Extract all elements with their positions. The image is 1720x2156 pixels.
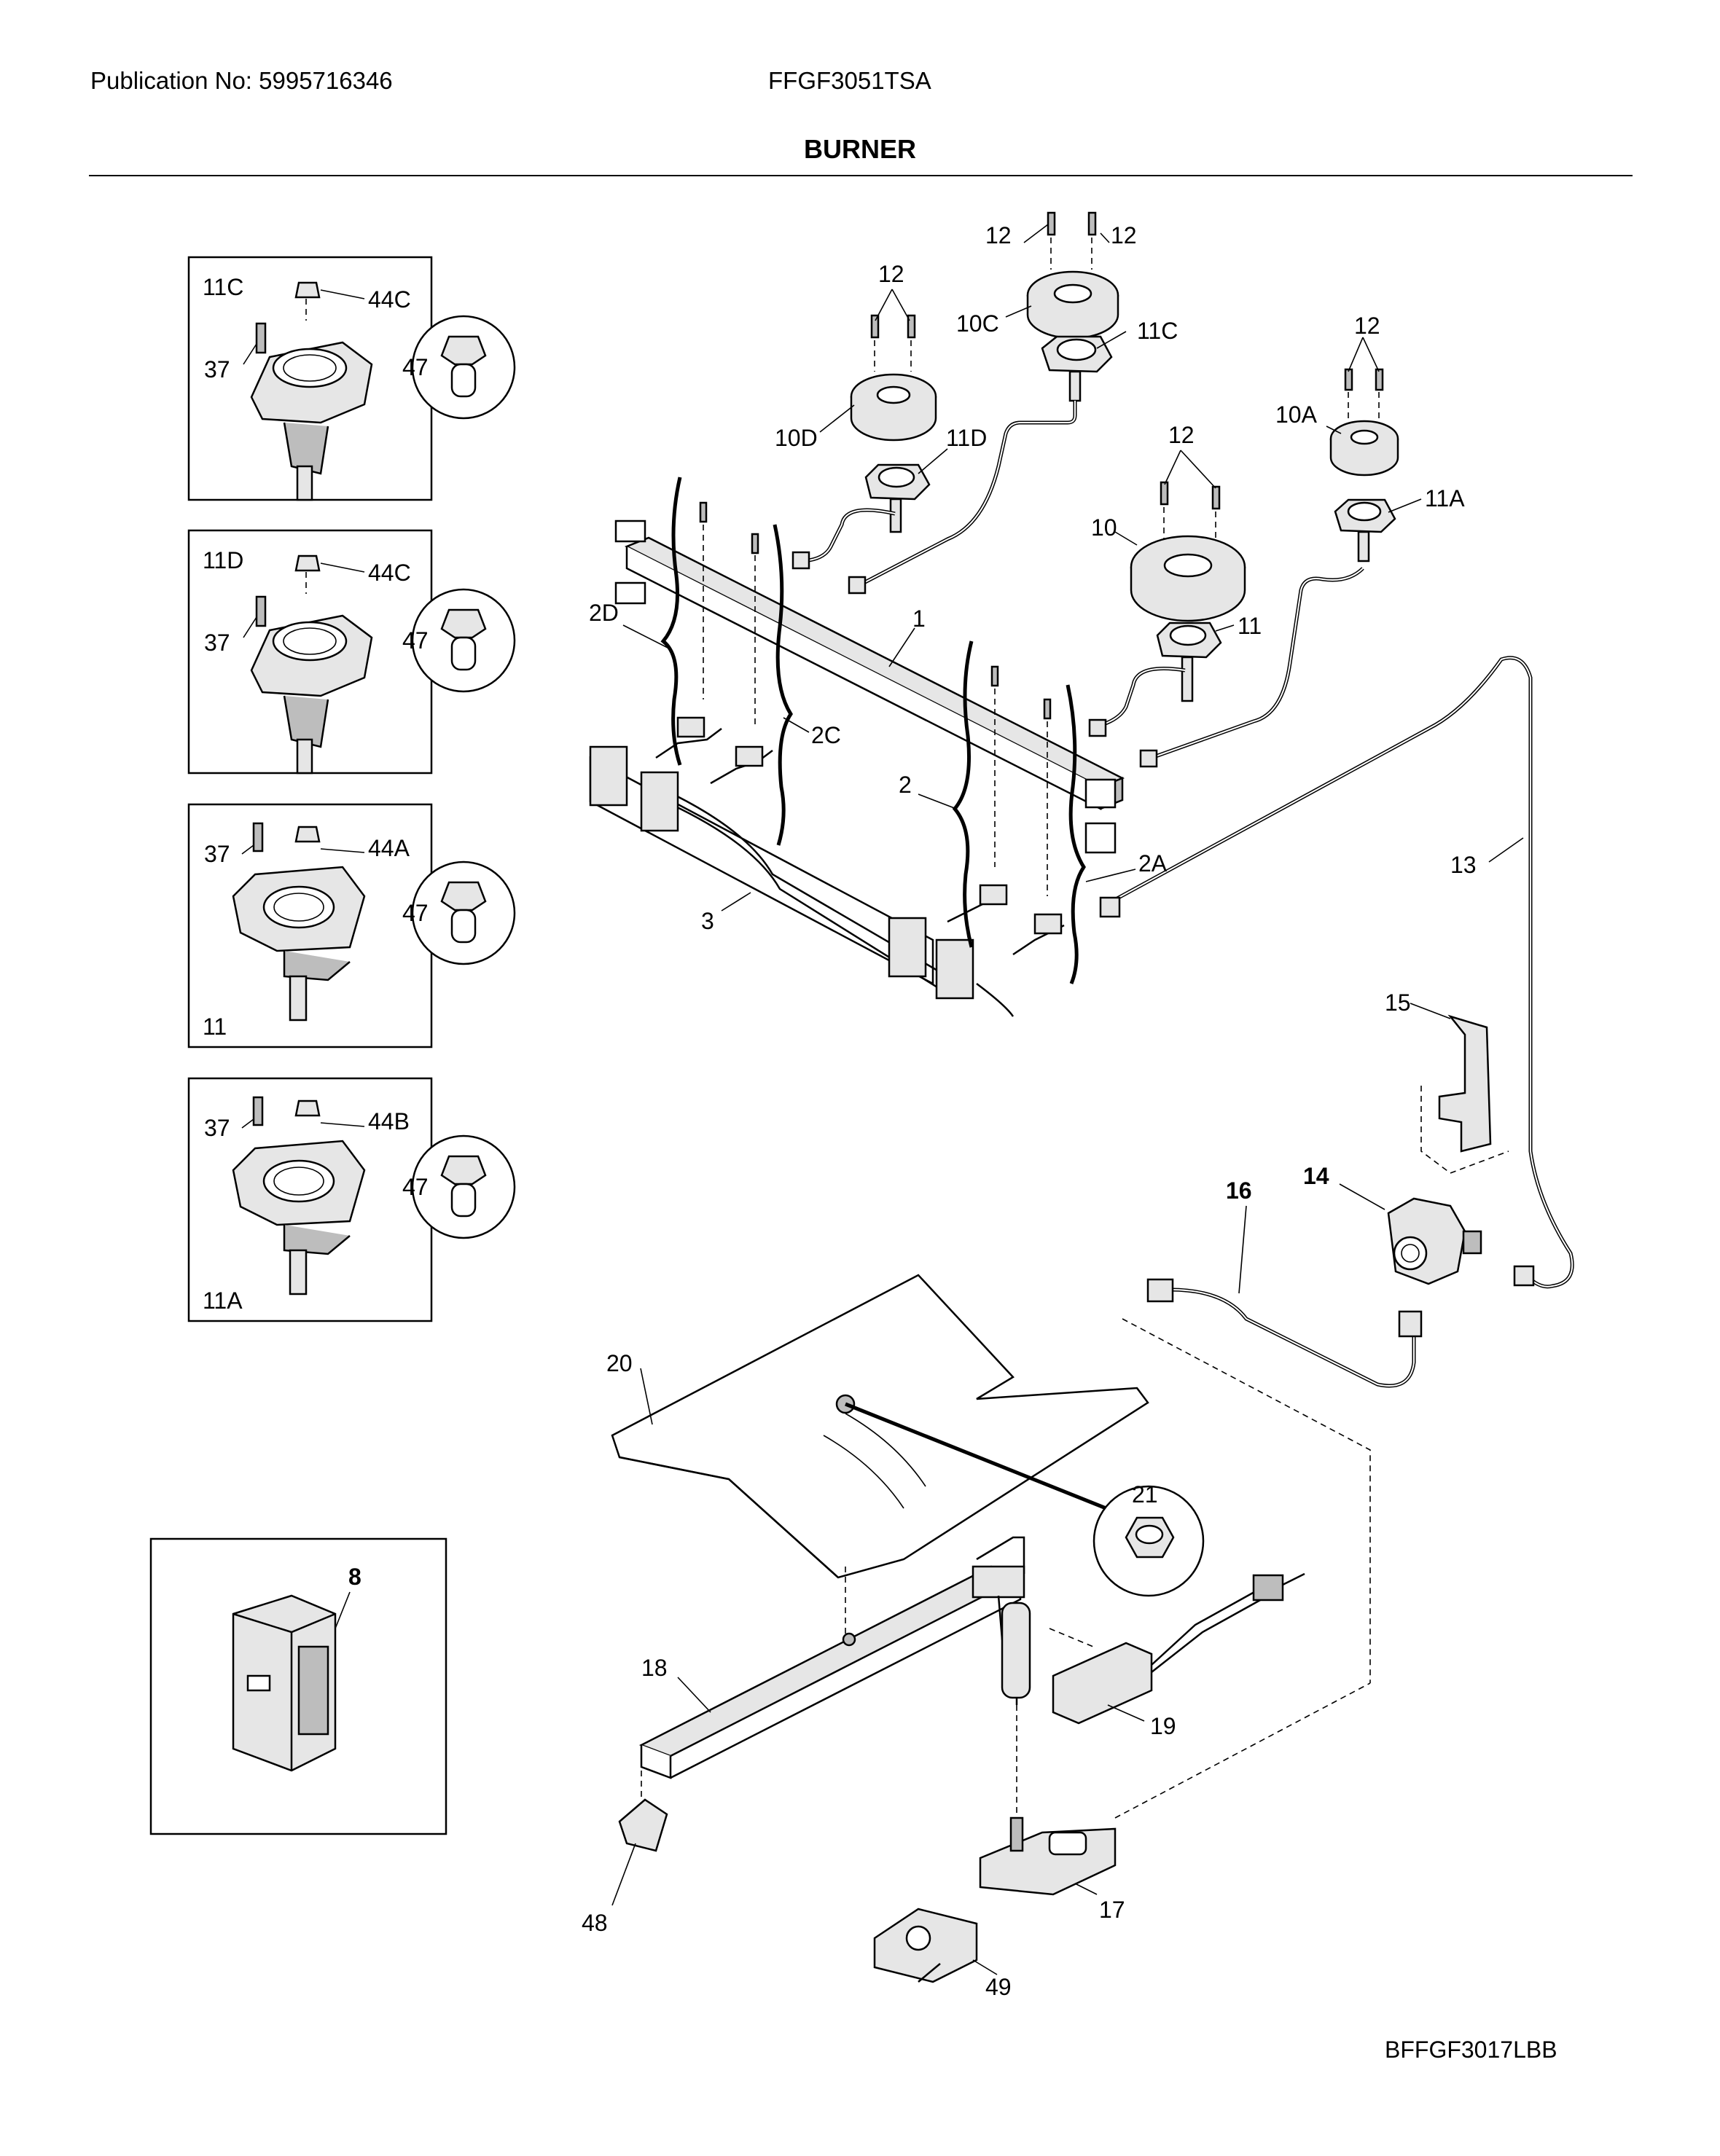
callout-3: 3 [701,908,714,934]
callout-19: 19 [1150,1713,1176,1739]
inset-11d-circle-label: 47 [402,627,429,654]
callout-11c: 11C [1137,318,1178,344]
callout-2c: 2C [811,722,841,748]
publication-number: Publication No: 5995716346 [90,67,393,94]
callout-12: 12 [878,261,904,287]
inset-11d-orifice-label: 44C [368,560,411,586]
callout-48: 48 [582,1910,608,1936]
pressure-regulator [1387,1197,1482,1285]
inset-11-orifice-label: 44A [368,835,410,861]
burner-11c-assembly [1026,211,1119,402]
burner-11-assembly [1130,481,1246,702]
inset-box-8: 8 [149,1537,447,1835]
callout-10c: 10C [956,310,999,337]
inset-11a-orifice-label: 44B [368,1108,410,1134]
spark-module-label: 8 [348,1564,361,1590]
callout-11d: 11D [946,425,987,451]
header-divider [89,175,1633,176]
inset-11a-circle-label: 47 [402,1174,429,1200]
callout-2: 2 [899,772,912,798]
inset-box-11c: 11C 37 44C 47 [187,256,516,501]
callout-1: 1 [912,605,926,632]
callout-10: 10 [1091,514,1117,541]
callout-12: 12 [985,222,1012,248]
nut-21 [1092,1485,1205,1597]
inset-11c-burner-label: 11C [203,274,243,300]
callout-49: 49 [985,1974,1012,2000]
inset-box-11: 11 37 44A 47 [187,803,516,1048]
callout-21: 21 [1132,1481,1158,1508]
callout-13: 13 [1450,852,1477,878]
callout-11: 11 [1238,613,1262,639]
inset-11c-circle-label: 47 [402,354,429,380]
callout-leaders [611,224,1524,1975]
callout-17: 17 [1099,1897,1125,1923]
callout-2a: 2A [1138,850,1168,877]
inset-11a-screw-label: 37 [204,1115,230,1141]
inset-11-burner-label: 11 [203,1014,227,1040]
inset-box-11d: 11D 37 44C 47 [187,529,516,775]
callout-20: 20 [606,1350,633,1376]
diagram-code: BFFGF3017LBB [1385,2037,1557,2063]
callout-12: 12 [1111,222,1137,248]
manifold-rail [589,745,1015,1017]
page-title: BURNER [803,134,916,164]
bake-igniter [1049,1572,1305,1725]
bracket-48 [618,1771,668,1852]
regulator-tube-16 [1122,1278,1423,1683]
callout-18: 18 [641,1655,668,1681]
callout-14: 14 [1303,1163,1329,1189]
callout-11a: 11A [1425,485,1465,511]
burner-11a-assembly [1329,368,1399,562]
oven-safety-valve [979,1682,1371,1896]
callout-12: 12 [1168,422,1195,448]
callout-2d: 2D [589,600,619,626]
inset-11-screw-label: 37 [204,841,230,867]
inset-11c-orifice-label: 44C [368,286,411,313]
bake-burner [638,1536,1031,1829]
callout-10d: 10D [775,425,818,451]
gas-valves [655,716,1065,956]
callout-15: 15 [1385,989,1411,1016]
bracket-49 [873,1908,978,1983]
callout-16: 16 [1226,1177,1252,1204]
inset-box-11a: 11A 37 44B 47 [187,1077,516,1322]
callout-12: 12 [1354,313,1380,339]
burner-tubes [791,401,1364,768]
inset-11d-screw-label: 37 [204,630,230,656]
manifold-bracket [614,520,1125,854]
inset-11c-screw-label: 37 [204,356,230,383]
heat-shield [611,1274,1149,1636]
manifold-screws [699,501,1052,896]
supply-tube-13 [1099,656,1574,1289]
burner-11d-assembly [850,314,937,533]
callout-10a: 10A [1275,401,1318,428]
inset-11a-burner-label: 11A [203,1287,243,1314]
inset-11d-burner-label: 11D [203,547,243,573]
regulator-bracket [1420,1014,1509,1174]
model-number: FFGF3051TSA [768,67,931,94]
inset-11-circle-label: 47 [402,900,429,926]
